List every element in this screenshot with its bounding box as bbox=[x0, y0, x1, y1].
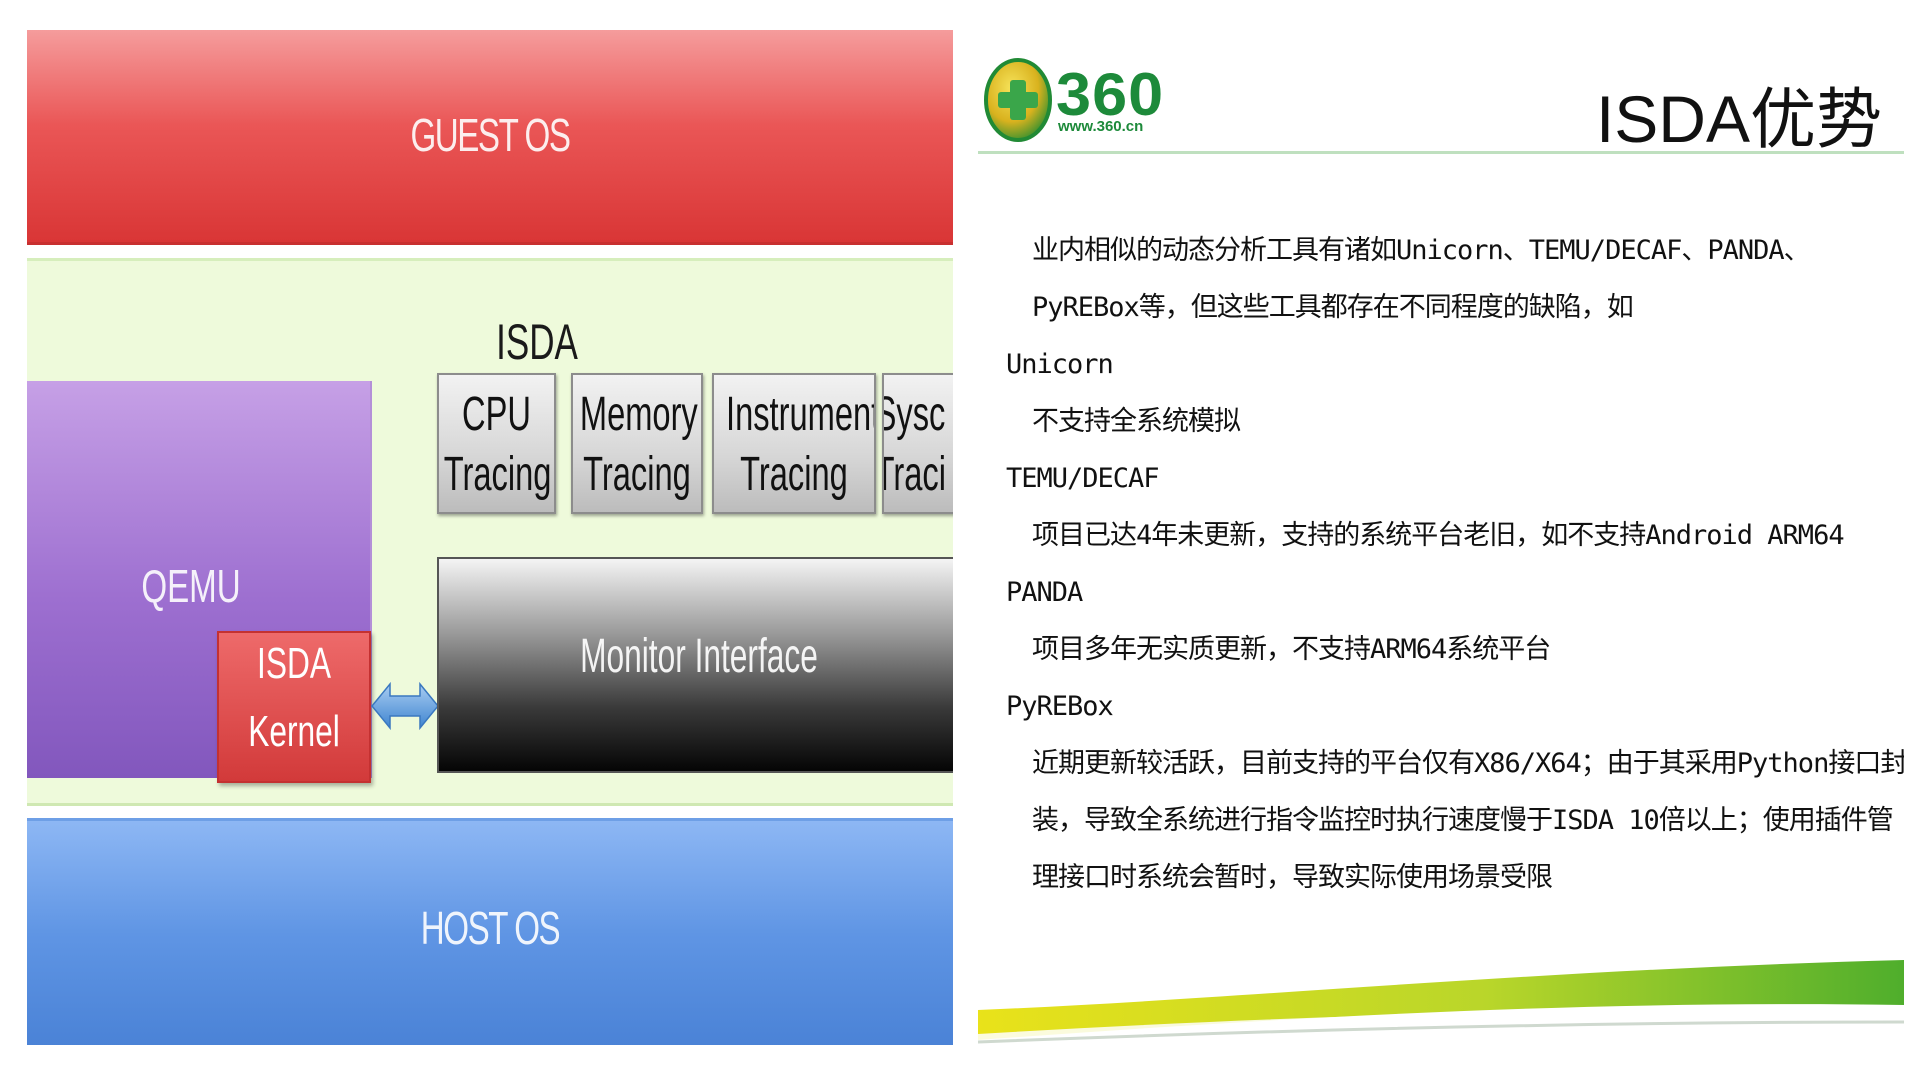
host-os-label: HOST OS bbox=[420, 902, 561, 954]
qemu-box: QEMU bbox=[27, 381, 372, 778]
cpu-tracing-line-1: CPU bbox=[462, 388, 531, 441]
architecture-diagram: GUEST OS ISDA QEMU ISDA Kernel bbox=[27, 30, 953, 1045]
guest-os-label: GUEST OS bbox=[410, 109, 570, 161]
syscall-tracing-line-2: Traci bbox=[884, 448, 946, 501]
isda-kernel-box: ISDA Kernel bbox=[217, 631, 371, 783]
host-os-layer: HOST OS bbox=[27, 818, 953, 1045]
guest-os-layer: GUEST OS bbox=[27, 30, 953, 245]
isda-kernel-line-1: ISDA bbox=[257, 639, 331, 688]
plus-circle-icon bbox=[984, 58, 1052, 142]
monitor-interface-label: Monitor Interface bbox=[580, 630, 818, 683]
isda-panel: ISDA QEMU ISDA Kernel CPU Tracin bbox=[27, 258, 953, 806]
logo-text: 360 bbox=[1056, 61, 1165, 128]
double-arrow-icon bbox=[371, 681, 439, 731]
isda-kernel-line-2: Kernel bbox=[248, 707, 340, 756]
tool-name-unicorn: Unicorn bbox=[1006, 349, 1114, 380]
paragraph-intro: 业内相似的动态分析工具有诸如Unicorn、TEMU/DECAF、PANDA、P… bbox=[1032, 235, 1811, 323]
isda-title: ISDA bbox=[496, 314, 578, 370]
syscall-tracing-box: Sysc Traci bbox=[882, 373, 953, 514]
instrument-tracing-line-2: Tracing bbox=[740, 448, 848, 501]
cpu-tracing-line-2: Tracing bbox=[443, 448, 552, 501]
tool-desc-pyrebox: 近期更新较活跃，目前支持的平台仅有X86/X64；由于其采用Python接口封装… bbox=[1032, 748, 1904, 893]
title-divider bbox=[978, 151, 1904, 154]
instrument-tracing-box: Instrument Tracing bbox=[712, 373, 876, 514]
tool-desc-unicorn: 不支持全系统模拟 bbox=[1032, 406, 1241, 437]
logo-url: www.360.cn bbox=[1058, 118, 1144, 135]
qemu-label: QEMU bbox=[141, 560, 241, 612]
slide-title: ISDA优势 bbox=[1595, 82, 1882, 156]
instrument-tracing-line-1: Instrument bbox=[726, 388, 876, 441]
tool-name-panda: PANDA bbox=[1006, 577, 1083, 608]
monitor-interface-box: Monitor Interface bbox=[437, 557, 953, 773]
decorative-wave bbox=[978, 960, 1904, 1044]
memory-tracing-box: Memory Tracing bbox=[571, 373, 703, 514]
syscall-tracing-line-1: Sysc bbox=[884, 388, 946, 441]
memory-tracing-line-2: Tracing bbox=[583, 448, 691, 501]
tool-desc-panda: 项目多年无实质更新，不支持ARM64系统平台 bbox=[1032, 634, 1551, 665]
tool-desc-temu-decaf: 项目已达4年未更新，支持的系统平台老旧，如不支持Android ARM64 bbox=[1032, 520, 1845, 551]
tool-name-temu-decaf: TEMU/DECAF bbox=[1006, 463, 1160, 494]
memory-tracing-line-1: Memory bbox=[579, 388, 698, 441]
cpu-tracing-box: CPU Tracing bbox=[437, 373, 556, 514]
isda-advantages-slide: 360 www.360.cn ISDA优势 业内相似的动态分析工具有诸如Unic… bbox=[978, 30, 1904, 1045]
tool-name-pyrebox: PyREBox bbox=[1006, 691, 1114, 722]
